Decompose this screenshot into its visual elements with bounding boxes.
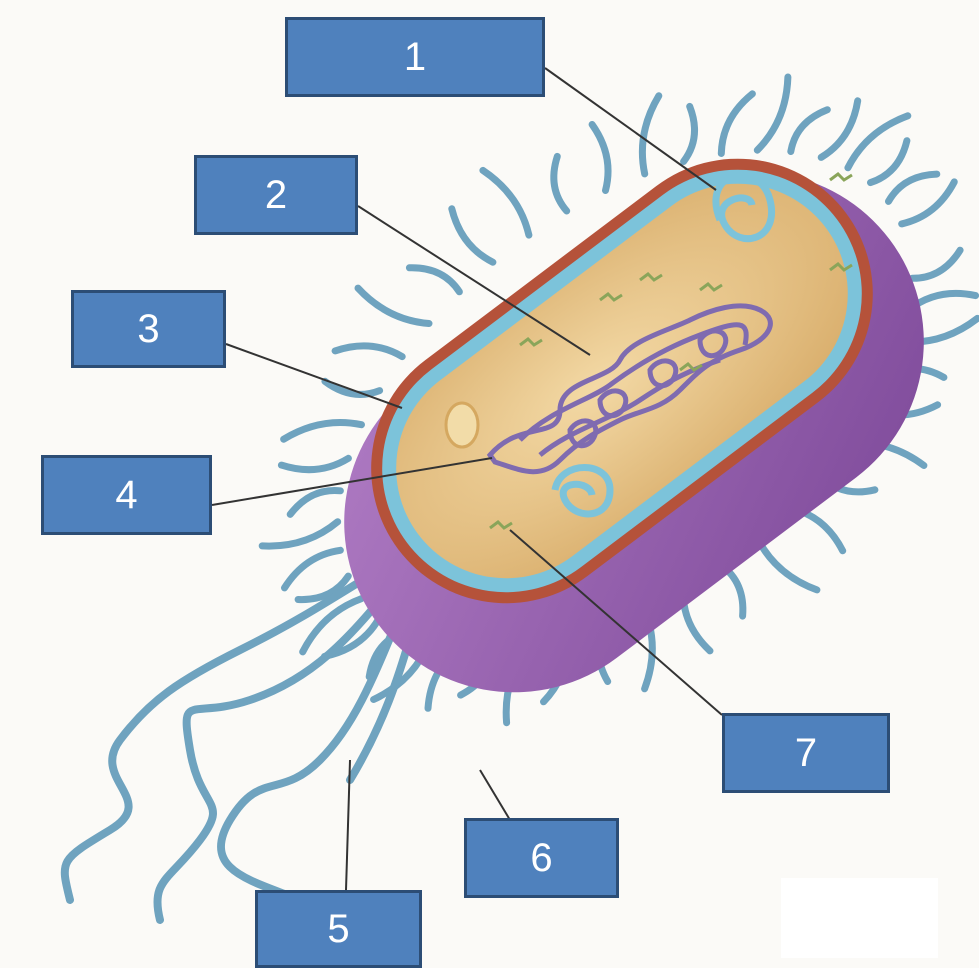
label-box-3[interactable]: 3 [71,290,226,368]
pilus-strand [285,550,341,588]
label-text: 3 [137,307,159,352]
pilus-strand [358,288,429,323]
pilus-strand [262,522,338,546]
pilus-strand [889,174,937,201]
pilus-strand [721,94,752,154]
label-text: 6 [530,836,552,881]
pilus-strand [483,170,529,235]
label-text: 1 [404,35,426,80]
label-box-4[interactable]: 4 [41,455,212,535]
label-text: 7 [795,731,817,776]
blank-answer-box[interactable] [781,878,938,958]
pilus-strand [284,422,362,439]
label-box-1[interactable]: 1 [285,17,545,97]
label-text: 4 [115,473,137,518]
label-box-7[interactable]: 7 [722,713,890,793]
pilus-strand [684,106,695,161]
pilus-strand [592,125,608,191]
pilus-strand [290,490,340,514]
pilus-strand [791,110,828,152]
pilus-strand [642,96,658,174]
pilus-strand [902,182,955,224]
pilus-strand [409,268,459,292]
label-text: 5 [327,907,349,952]
label-text: 2 [265,173,287,218]
label-box-6[interactable]: 6 [464,818,619,898]
pilus-strand [335,346,402,357]
pilus-strand [281,458,348,469]
pilus-strand [757,77,788,150]
pilus-strand [554,156,567,211]
pilus-strand [871,141,907,183]
label-box-2[interactable]: 2 [194,155,358,235]
label-box-5[interactable]: 5 [255,890,422,968]
pilus-strand [452,209,493,262]
flagellum-icon [65,560,420,920]
pilus-strand [912,250,960,278]
pilus-strand [757,538,817,590]
inclusion [446,403,478,447]
